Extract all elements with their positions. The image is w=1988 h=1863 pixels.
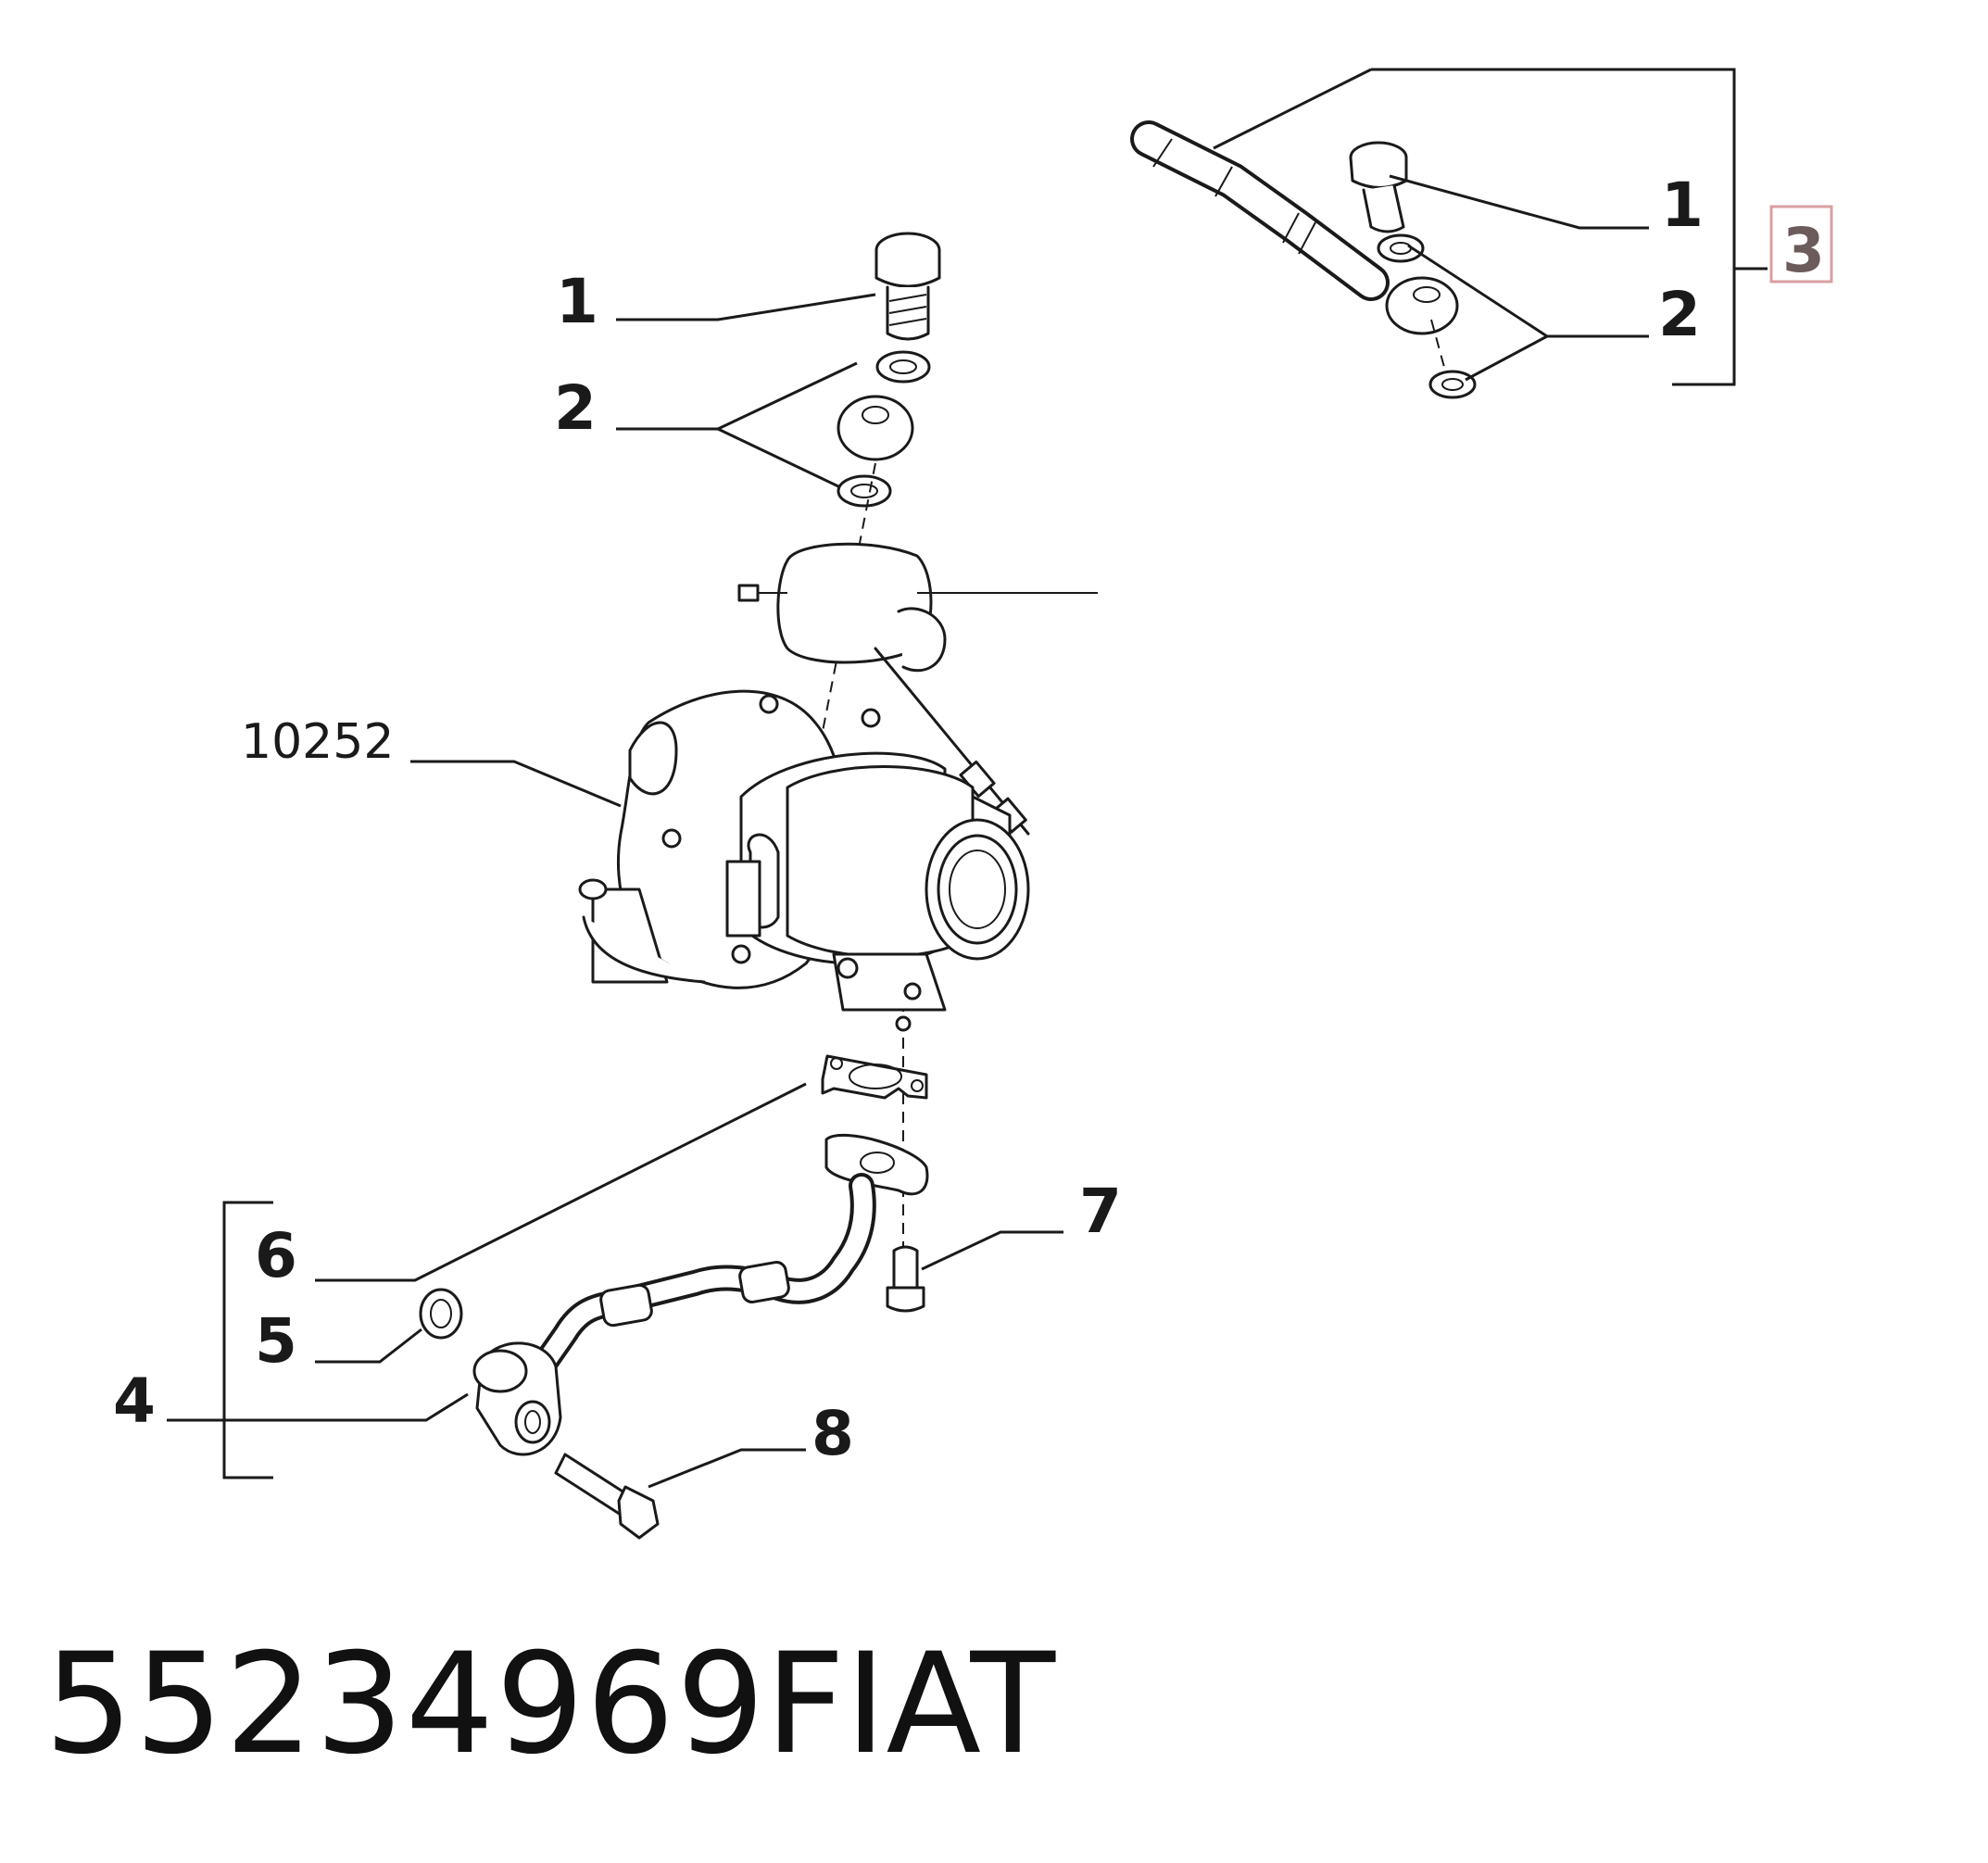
- highlight-box: [1769, 205, 1833, 283]
- callout-7: 7: [1079, 1176, 1122, 1247]
- oil-return-pipe: [472, 1134, 929, 1456]
- callout-1-right: 1: [1661, 170, 1704, 241]
- callout-5: 5: [255, 1305, 297, 1377]
- sealing-washer-icon: [837, 474, 892, 508]
- callout-4: 4: [113, 1366, 156, 1437]
- banjo-bolt-left-icon: [874, 232, 941, 341]
- banjo-bolt-right-icon: [1349, 141, 1408, 233]
- seal-ring-icon: [419, 1288, 463, 1340]
- turbocharger-icon: [578, 542, 1098, 1032]
- sealing-washer-icon: [875, 350, 931, 384]
- brand-name: FIAT: [765, 1624, 1056, 1785]
- oil-feed-pipe: [837, 106, 1459, 461]
- hex-bolt-icon: [554, 1453, 660, 1540]
- callout-8: 8: [812, 1398, 854, 1469]
- callout-2-left: 2: [554, 372, 597, 444]
- sealing-washer-icon: [1377, 233, 1425, 263]
- callout-1-left: 1: [556, 266, 598, 337]
- flange-bolt-icon: [886, 1245, 925, 1313]
- callout-2-right: 2: [1658, 279, 1701, 350]
- part-number: 55234969: [44, 1624, 767, 1785]
- gasket-icon: [821, 1054, 928, 1100]
- callout-10252: 10252: [241, 714, 394, 770]
- sealing-washer-icon: [1428, 370, 1477, 399]
- callout-6: 6: [255, 1220, 297, 1291]
- callout-3: 3: [1782, 215, 1825, 286]
